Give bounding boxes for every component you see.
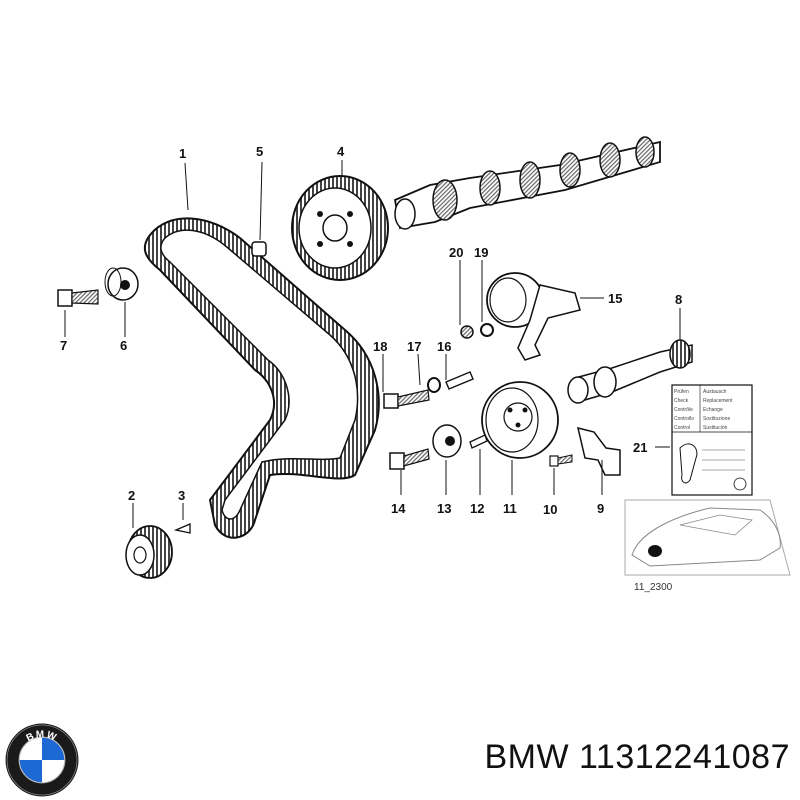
reference-code: 11_2300	[634, 582, 673, 593]
label-card-row-3: Contrôle	[674, 407, 693, 413]
label-card-row-4: Controllo	[674, 416, 694, 422]
bolt	[57, 289, 99, 307]
screw	[549, 454, 573, 467]
callout-20: 20	[449, 245, 463, 260]
part-number-caption: BMW 11312241087	[484, 738, 790, 776]
pin	[251, 241, 267, 257]
label-card-row-1: Prüfen	[674, 389, 689, 395]
callout-1: 1	[179, 146, 186, 161]
label-card-value-5: Sustitución	[703, 425, 728, 431]
label-card-value-2: Replacement	[703, 398, 733, 404]
label-card-row-2: Check	[674, 398, 689, 404]
callout-6: 6	[120, 338, 127, 353]
svg-text:BMW: BMW	[25, 729, 59, 744]
camshaft	[393, 136, 661, 230]
bracket	[576, 426, 621, 476]
bmw-logo-text: BMW	[25, 729, 58, 744]
callout-8: 8	[675, 292, 682, 307]
callout-4: 4	[337, 144, 345, 159]
callout-14: 14	[391, 501, 406, 516]
label-card-value-3: Echange	[703, 407, 723, 413]
idler-shaft	[567, 339, 693, 404]
callout-17: 17	[407, 339, 421, 354]
vehicle-location-thumbnail: 11_2300	[624, 499, 791, 593]
callout-18: 18	[373, 339, 387, 354]
ring	[480, 323, 494, 337]
pump-pulley	[481, 381, 559, 459]
callout-7: 7	[60, 338, 67, 353]
bolt-hex	[389, 448, 430, 470]
camshaft-sprocket	[291, 175, 389, 281]
label-card-row-5: Control	[674, 425, 690, 431]
callout-10: 10	[543, 502, 557, 517]
bmw-logo: BMW	[5, 723, 79, 797]
label-card-value-4: Sostituzione	[703, 416, 730, 422]
callout-5: 5	[256, 144, 263, 159]
bolt-long	[383, 389, 430, 409]
callout-3: 3	[178, 488, 185, 503]
callout-13: 13	[437, 501, 451, 516]
callout-11: 11	[503, 501, 517, 516]
dowel-pin	[469, 434, 488, 449]
tensioner-pulley	[486, 272, 581, 361]
callout-15: 15	[608, 291, 622, 306]
callout-2: 2	[128, 488, 135, 503]
roller	[125, 525, 173, 579]
label-card: Prüfen Check Contrôle Controllo Control …	[671, 384, 753, 496]
label-card-value-1: Austausch	[703, 389, 727, 395]
timing-belt	[143, 217, 380, 539]
callout-19: 19	[474, 245, 488, 260]
callout-16: 16	[437, 339, 451, 354]
callout-21: 21	[633, 440, 647, 455]
callout-9: 9	[597, 501, 604, 516]
leader-lines	[64, 160, 681, 528]
washer-small	[427, 377, 441, 393]
woodruff-key	[173, 523, 191, 534]
callout-numbers: 1 2 3 4 5 6 7 8 9 10 11 12 13 14 15 16 1…	[60, 144, 682, 517]
washer	[104, 267, 139, 301]
callout-12: 12	[470, 501, 484, 516]
spacer	[460, 325, 474, 339]
hub	[432, 424, 462, 458]
sleeve	[445, 371, 474, 390]
